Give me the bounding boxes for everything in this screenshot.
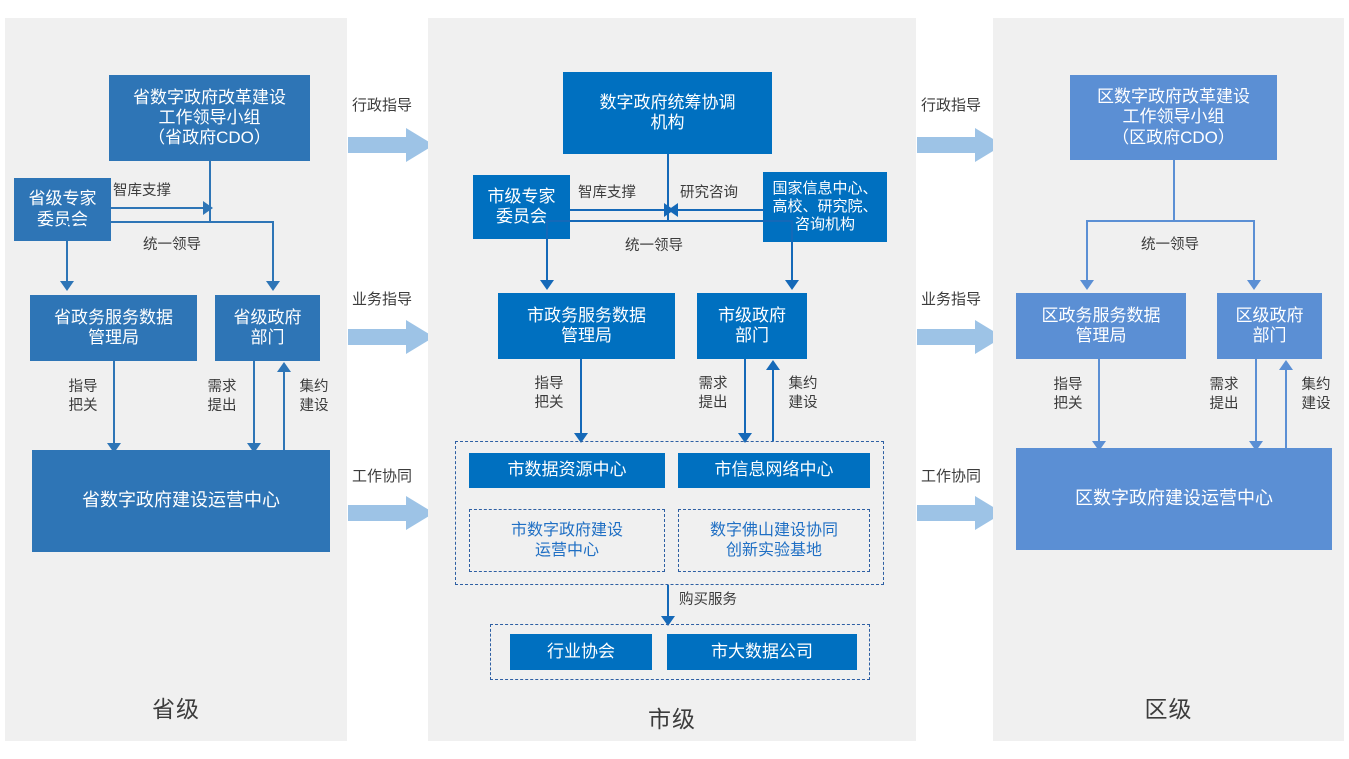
city-purchase-vline (667, 585, 669, 619)
district-left-drop-arrowhead (1080, 280, 1094, 290)
city-research-label: 研究咨询 (680, 185, 738, 201)
connector-work-coordination-1-arrow (348, 496, 434, 530)
city-industry-association-box[interactable]: 行业协会 (510, 634, 652, 670)
district-right-drop-vline (1253, 220, 1255, 282)
city-external-research-box[interactable]: 国家信息中心、 高校、研究院、 咨询机构 (763, 172, 887, 242)
district-guidance-arrowhead (1092, 441, 1106, 451)
city-thinktank-label: 智库支撑 (578, 185, 636, 201)
city-unified-leadership-label: 统一领导 (625, 238, 683, 254)
city-centers-dashed-container (455, 441, 884, 585)
province-thinktank-label: 智库支撑 (113, 183, 171, 199)
city-demand-label: 需求 提出 (698, 376, 728, 411)
province-left-drop-vline (66, 221, 68, 283)
province-gov-departments-box[interactable]: 省级政府 部门 (215, 295, 320, 361)
city-data-resource-center-box[interactable]: 市数据资源中心 (469, 453, 665, 488)
connector-business-guidance-1-label: 业务指导 (352, 291, 413, 308)
province-guidance-label: 指导 把关 (68, 379, 98, 414)
district-demand-label: 需求 提出 (1209, 377, 1239, 412)
district-guidance-label: 指导 把关 (1053, 377, 1083, 412)
province-intensive-label: 集约 建设 (299, 379, 329, 414)
district-data-bureau-box[interactable]: 区政务服务数据 管理局 (1016, 293, 1186, 359)
city-intensive-arrowhead (766, 360, 780, 370)
city-right-drop-arrowhead (785, 280, 799, 290)
city-research-line (672, 209, 764, 211)
province-expert-committee-box[interactable]: 省级专家 委员会 (14, 178, 111, 241)
city-gov-departments-box[interactable]: 市级政府 部门 (697, 293, 807, 359)
province-demand-label: 需求 提出 (207, 379, 237, 414)
province-left-drop-arrowhead (60, 281, 74, 291)
connector-work-coordination-2-label: 工作协同 (921, 468, 982, 485)
city-demand-arrowhead (738, 433, 752, 443)
province-thinktank-line (111, 207, 206, 209)
province-right-drop-arrowhead (266, 281, 280, 291)
province-intensive-vline (283, 371, 285, 451)
city-demand-vline (744, 359, 746, 435)
district-left-drop-vline (1086, 220, 1088, 282)
connector-work-coordination-2-arrow (917, 496, 1003, 530)
district-demand-vline (1255, 359, 1257, 443)
province-intensive-arrowhead (277, 362, 291, 372)
city-right-drop-vline (791, 220, 793, 282)
connector-admin-guidance-1-label: 行政指导 (352, 97, 413, 114)
city-digital-gov-op-center-box[interactable]: 市数字政府建设 运营中心 (469, 509, 665, 572)
city-intensive-label: 集约 建设 (788, 376, 818, 411)
district-demand-arrowhead (1249, 441, 1263, 451)
city-left-drop-arrowhead (540, 280, 554, 290)
province-demand-arrowhead (247, 443, 261, 453)
district-leading-group-box[interactable]: 区数字政府改革建设 工作领导小组 （区政府CDO） (1070, 75, 1277, 160)
province-guidance-arrowhead (107, 443, 121, 453)
city-guidance-arrowhead (574, 433, 588, 443)
city-split-hline (546, 220, 793, 222)
city-info-network-center-box[interactable]: 市信息网络中心 (678, 453, 870, 488)
province-data-bureau-box[interactable]: 省政务服务数据 管理局 (30, 295, 197, 361)
province-level-label: 省级 (152, 696, 200, 722)
city-expert-committee-box[interactable]: 市级专家 委员会 (473, 175, 570, 239)
province-leading-group-box[interactable]: 省数字政府改革建设 工作领导小组 （省政府CDO） (109, 75, 310, 161)
connector-admin-guidance-2-arrow (917, 128, 1003, 162)
district-split-hline (1086, 220, 1254, 222)
city-guidance-label: 指导 把关 (534, 376, 564, 411)
province-split-hline (66, 221, 274, 223)
province-right-drop-vline (272, 221, 274, 283)
city-partners-dashed-container (490, 624, 870, 680)
district-intensive-arrowhead (1279, 360, 1293, 370)
province-demand-vline (253, 361, 255, 445)
city-trunk-vline (667, 154, 669, 222)
city-big-data-company-box[interactable]: 市大数据公司 (667, 634, 857, 670)
city-coordination-org-box[interactable]: 数字政府统筹协调 机构 (563, 72, 772, 154)
district-unified-leadership-label: 统一领导 (1141, 237, 1199, 253)
province-guidance-vline (113, 361, 115, 445)
city-guidance-vline (580, 359, 582, 435)
province-unified-leadership-label: 统一领导 (143, 237, 201, 253)
province-trunk-vline (209, 161, 211, 223)
connector-business-guidance-1-arrow (348, 320, 434, 354)
city-research-arrowhead (668, 203, 678, 217)
connector-work-coordination-1-label: 工作协同 (352, 468, 413, 485)
connector-admin-guidance-1-arrow (348, 128, 434, 162)
district-gov-departments-box[interactable]: 区级政府 部门 (1217, 293, 1322, 359)
province-thinktank-arrowhead (203, 201, 213, 215)
district-operation-center-box[interactable]: 区数字政府建设运营中心 (1016, 448, 1332, 550)
city-thinktank-line (570, 209, 668, 211)
district-level-label: 区级 (1144, 696, 1193, 722)
city-purchase-label: 购买服务 (679, 592, 737, 608)
district-trunk-vline (1173, 160, 1175, 222)
connector-business-guidance-2-label: 业务指导 (921, 291, 982, 308)
city-innovation-base-box[interactable]: 数字佛山建设协同 创新实验基地 (678, 509, 870, 572)
district-intensive-vline (1285, 369, 1287, 449)
city-data-bureau-box[interactable]: 市政务服务数据 管理局 (498, 293, 675, 359)
city-left-drop-vline (546, 220, 548, 282)
connector-business-guidance-2-arrow (917, 320, 1003, 354)
city-purchase-arrowhead (661, 616, 675, 626)
city-intensive-vline (772, 369, 774, 441)
city-level-label: 市级 (648, 706, 696, 732)
district-guidance-vline (1098, 359, 1100, 443)
district-intensive-label: 集约 建设 (1301, 377, 1331, 412)
district-right-drop-arrowhead (1247, 280, 1261, 290)
connector-admin-guidance-2-label: 行政指导 (921, 97, 982, 114)
province-operation-center-box[interactable]: 省数字政府建设运营中心 (32, 450, 330, 552)
